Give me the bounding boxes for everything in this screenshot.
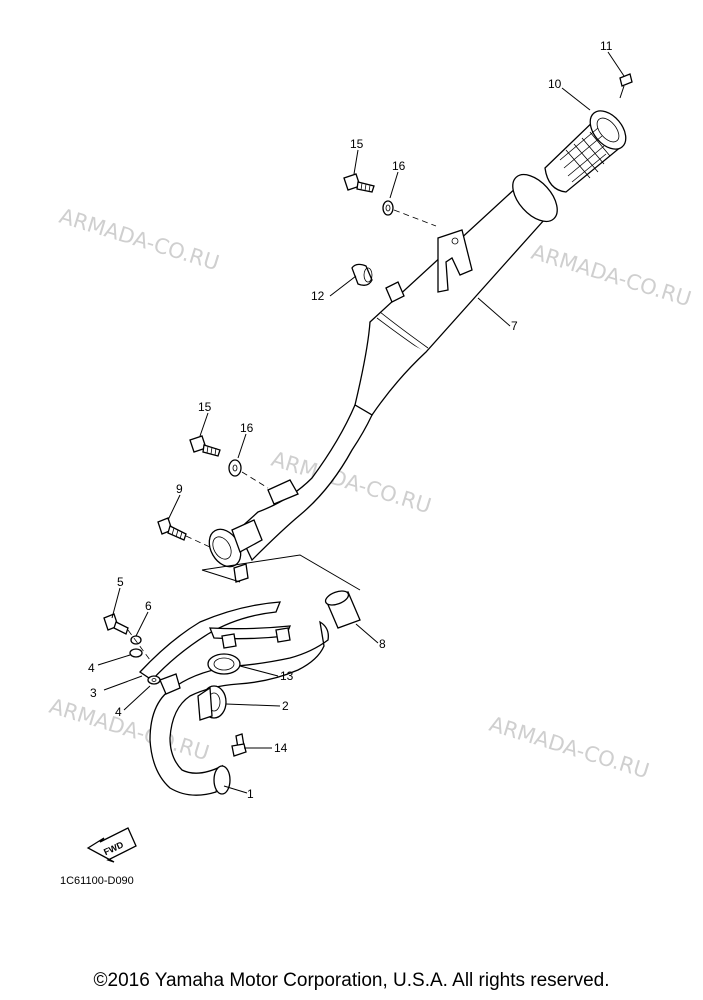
- callout-9: 9: [176, 482, 183, 496]
- watermark-layer: ARMADA-CO.RU ARMADA-CO.RU ARMADA-CO.RU A…: [47, 204, 694, 783]
- washer-16-upper: [382, 200, 394, 216]
- gasket-13: [207, 653, 241, 675]
- callout-12: 12: [311, 289, 325, 303]
- grommet-12: [351, 263, 373, 286]
- watermark: ARMADA-CO.RU: [57, 204, 222, 275]
- callout-1: 1: [247, 787, 254, 801]
- callout-10: 10: [548, 77, 562, 91]
- callout-16a: 16: [392, 159, 406, 173]
- callout-14: 14: [274, 741, 288, 755]
- fwd-arrow-icon: FWD: [86, 827, 137, 863]
- callout-4b: 4: [115, 705, 122, 719]
- bolt-9: [157, 517, 187, 541]
- muffler: [354, 173, 558, 416]
- bolt-11: [619, 73, 633, 99]
- diagram-code: 1C61100-D090: [60, 875, 134, 887]
- watermark: ARMADA-CO.RU: [487, 712, 652, 783]
- copyright-notice: ©2016 Yamaha Motor Corporation, U.S.A. A…: [93, 970, 610, 991]
- mid-pipe: [208, 404, 373, 583]
- washer-4b: [147, 675, 161, 685]
- callout-6: 6: [145, 599, 152, 613]
- bolt-15-upper: [343, 173, 375, 193]
- bolt-15-lower: [189, 435, 221, 457]
- washer-6: [130, 635, 142, 645]
- callout-8: 8: [379, 637, 386, 651]
- callout-labels: 1 2 3 4 4 5 6 7 8 9 10 11 12 13 14 15 15…: [88, 39, 613, 801]
- callout-16b: 16: [240, 421, 254, 435]
- bolt-5: [103, 613, 129, 635]
- washer-16-lower: [228, 459, 242, 477]
- leader-lines: [97, 51, 625, 794]
- callout-3: 3: [90, 686, 97, 700]
- heat-protector-3: [139, 601, 292, 681]
- washer-4a: [129, 648, 143, 658]
- callout-13: 13: [280, 669, 294, 683]
- callout-5: 5: [117, 575, 124, 589]
- callout-11: 11: [600, 39, 613, 53]
- callout-4a: 4: [88, 661, 95, 675]
- callout-2: 2: [282, 699, 289, 713]
- flange-2: [197, 685, 227, 721]
- tailpipe-spark-arrester: [544, 110, 627, 193]
- watermark: ARMADA-CO.RU: [529, 240, 694, 311]
- callout-15b: 15: [198, 400, 212, 414]
- callout-15a: 15: [350, 137, 364, 151]
- bolt-14: [231, 733, 247, 757]
- callout-7: 7: [511, 319, 518, 333]
- gasket-8: [324, 590, 361, 629]
